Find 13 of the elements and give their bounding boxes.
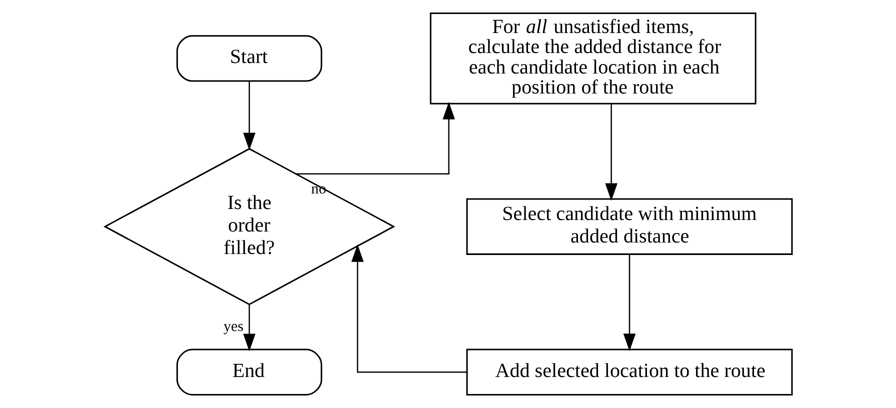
arrow: [622, 254, 636, 352]
edge-label: yes: [222, 318, 244, 335]
arrow: [350, 244, 466, 373]
arrow: [296, 102, 454, 175]
node-box: Add selected location to the route: [466, 348, 792, 396]
node-box: Start: [176, 35, 322, 82]
edge-label: no: [310, 182, 326, 198]
arrow: [242, 81, 255, 150]
node-box: For all unsatisfied items, calculate the added distance for each candidate location in each position of the route: [429, 12, 756, 104]
node-box: Select candidate with minimum added distance: [466, 198, 792, 255]
arrow: [242, 304, 255, 352]
arrow: [604, 104, 617, 201]
node-box: End: [176, 348, 322, 396]
